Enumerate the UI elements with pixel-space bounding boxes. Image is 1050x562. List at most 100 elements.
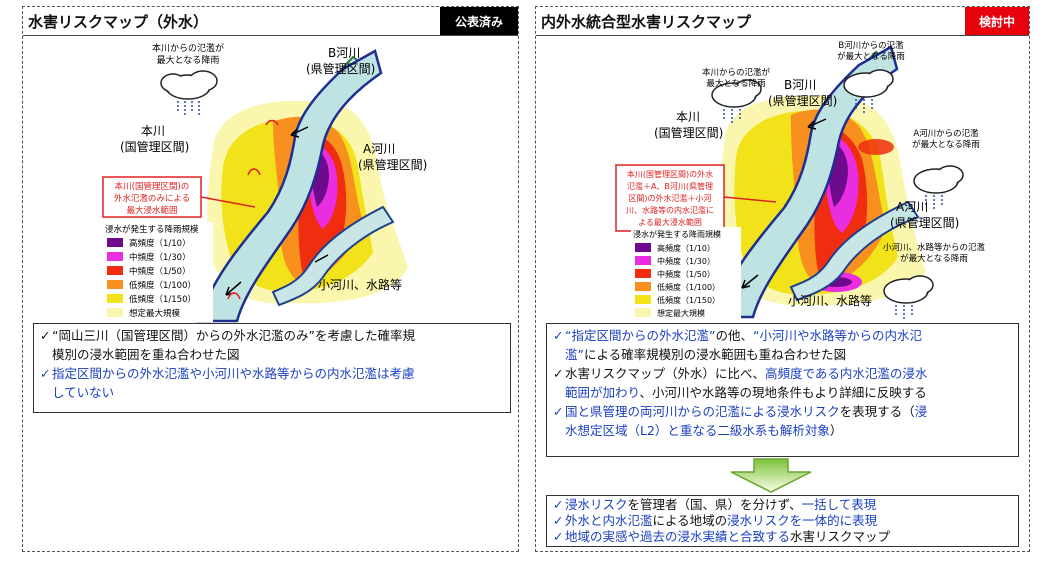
small-river-label: 小河川、水路等	[788, 293, 872, 308]
note-text: 、小河川や水路等の現地条件もより詳細に反映する	[639, 385, 927, 400]
note-line: 水想定区域（L2）と重なる二級水系も解析対象）	[553, 421, 1012, 440]
river-a-label: A河川	[363, 142, 395, 156]
right-notes-bottom: ✓浸水リスクを管理者（国、県）を分けず、一括して表現✓外水と内水氾濫による地域の…	[546, 495, 1019, 547]
left-risk-map: 本川からの氾濫が 最大となる降雨 B河川 (県管理区間) 本川 (国管理区間) …	[102, 42, 427, 323]
note-line: 濫”による確率規模別の浸水範囲も重ね合わせた図	[553, 345, 1012, 364]
left-header: 水害リスクマップ（外水） 公表済み	[23, 7, 518, 36]
left-panel: 水害リスクマップ（外水） 公表済み	[22, 6, 519, 552]
note-text: 水害リスクマップ（外水）に比べ、	[565, 366, 766, 381]
svg-text:川、水路等の内水氾濫に: 川、水路等の内水氾濫に	[626, 205, 714, 215]
legend-label: 中頻度（1/30）	[129, 252, 191, 263]
rain-cloud-icon	[883, 275, 934, 319]
check-icon: ✓	[553, 497, 564, 512]
note-text: 模別の浸水範囲を重ね合わせた図	[52, 347, 240, 362]
legend-swatch	[107, 294, 123, 303]
svg-text:最大となる降雨: 最大となる降雨	[157, 54, 220, 66]
small-river-label: 小河川、水路等	[318, 277, 402, 292]
svg-text:よる最大浸水範囲: よる最大浸水範囲	[638, 217, 702, 227]
svg-text:(県管理区間): (県管理区間)	[890, 215, 959, 230]
svg-text:小河川、水路等からの氾濫: 小河川、水路等からの氾濫	[883, 242, 986, 253]
legend-label: 想定最大規模	[129, 308, 181, 319]
note-text: 浸	[914, 404, 928, 419]
right-header: 内外水統合型水害リスクマップ 検討中	[536, 7, 1029, 36]
callout-box	[102, 176, 202, 218]
svg-text:が最大となる降雨: が最大となる降雨	[912, 139, 980, 150]
legend-title: 浸水が発生する降雨規模	[105, 224, 199, 235]
right-notes-top: ✓“指定区間からの外水氾濫”の他、“小河川や水路等からの内水氾濫”による確率規模…	[546, 323, 1019, 457]
legend-label: 高頻度（1/10）	[657, 243, 715, 253]
right-panel: 内外水統合型水害リスクマップ 検討中	[535, 6, 1030, 552]
svg-text:(国管理区間): (国管理区間)	[120, 139, 189, 154]
note-text: による地域の	[652, 513, 728, 528]
river-a	[789, 200, 920, 302]
note-text: 濫”	[565, 347, 584, 362]
legend: 浸水が発生する降雨規模 高頻度（1/10）中頻度（1/30）中頻度（1/50）低…	[631, 227, 741, 322]
down-arrow-icon	[730, 458, 812, 493]
legend-label: 想定最大規模	[657, 308, 705, 318]
note-text: 地域の実感や過去の浸水実績と合致する	[565, 529, 791, 544]
legend-swatch	[635, 295, 651, 304]
note-text: ）	[829, 423, 843, 438]
check-icon: ✓	[40, 328, 51, 343]
note-line: 範囲が加わり、小河川や水路等の現地条件もより詳細に反映する	[553, 383, 1012, 402]
svg-text:(県管理区間): (県管理区間)	[306, 61, 375, 76]
legend-swatch	[107, 238, 123, 247]
main-river-label: 本川	[141, 124, 165, 138]
check-icon: ✓	[40, 366, 51, 381]
note-line: していない	[40, 383, 504, 402]
note-line: ✓外水と内水氾濫による地域の浸水リスクを一体的に表現	[553, 513, 1012, 529]
river-a	[271, 205, 395, 307]
svg-text:本川からの氾濫が: 本川からの氾濫が	[702, 67, 771, 78]
note-text: を表現する（	[839, 404, 915, 419]
main-river	[196, 49, 383, 323]
legend: 浸水が発生する降雨規模 高頻度（1/10）中頻度（1/30）中頻度（1/50）低…	[103, 222, 213, 322]
note-line: ✓“岡山三川（国管理区間）からの外水氾濫のみ”を考慮した確率規	[40, 326, 504, 345]
right-title: 内外水統合型水害リスクマップ	[541, 13, 752, 31]
note-text: による確率規模別の浸水範囲も重ね合わせた図	[583, 347, 847, 362]
check-icon: ✓	[553, 366, 564, 381]
cloud-label: 本川からの氾濫が	[152, 42, 224, 54]
note-text: 水想定区域（L2）と重なる二級水系も解析対象	[565, 423, 830, 438]
legend-swatch	[635, 243, 651, 252]
svg-text:が最大となる降雨: が最大となる降雨	[900, 253, 968, 264]
svg-text:B河川からの氾濫: B河川からの氾濫	[838, 40, 904, 51]
river-b-label: B河川	[784, 78, 816, 92]
svg-text:A河川からの氾濫: A河川からの氾濫	[913, 128, 979, 139]
note-text: 水害リスクマップ	[790, 529, 891, 544]
legend-label: 中頻度（1/50）	[129, 266, 191, 277]
legend-swatch	[635, 282, 651, 291]
note-text: 高頻度である内水氾濫の浸水	[765, 366, 928, 381]
legend-swatch	[107, 308, 123, 317]
left-notes: ✓“岡山三川（国管理区間）からの外水氾濫のみ”を考慮した確率規模別の浸水範囲を重…	[33, 323, 511, 413]
right-risk-map: 本川からの氾濫が 最大となる降雨 B河川からの氾濫 が最大となる降雨 A河川から…	[615, 40, 986, 322]
rain-cloud-icon	[843, 69, 894, 113]
legend-label: 中頻度（1/30）	[657, 256, 715, 266]
legend-label: 中頻度（1/50）	[657, 269, 715, 279]
check-icon: ✓	[553, 513, 564, 528]
check-icon: ✓	[553, 328, 564, 343]
note-text: 一括して表現	[801, 497, 877, 512]
river-b-label: B河川	[328, 46, 360, 60]
note-line: 模別の浸水範囲を重ね合わせた図	[40, 345, 504, 364]
svg-text:外水氾濫のみによる: 外水氾濫のみによる	[114, 193, 190, 204]
svg-text:区間)の外水氾濫＋小河: 区間)の外水氾濫＋小河	[628, 193, 711, 203]
svg-text:が最大となる降雨: が最大となる降雨	[837, 51, 905, 62]
note-line: ✓指定区間からの外水氾濫や小河川や水路等からの内水氾濫は考慮	[40, 364, 504, 383]
legend-title: 浸水が発生する降雨規模	[633, 229, 721, 239]
svg-text:(県管理区間): (県管理区間)	[768, 93, 837, 108]
note-text: 範囲が加わり	[565, 385, 640, 400]
svg-text:最大浸水範囲: 最大浸水範囲	[126, 205, 177, 216]
note-line: ✓地域の実感や過去の浸水実績と合致する水害リスクマップ	[553, 529, 1012, 545]
legend-swatch	[107, 280, 123, 289]
svg-text:最大となる降雨: 最大となる降雨	[706, 78, 766, 89]
note-text: していない	[52, 385, 115, 400]
note-text: を管理者（国、県）を分けず、	[627, 497, 802, 512]
check-icon: ✓	[553, 529, 564, 544]
note-text: “指定区間からの外水氾濫”	[565, 328, 716, 343]
rain-cloud-icon	[160, 70, 218, 115]
note-text: 外水と内水氾濫	[565, 513, 653, 528]
note-text: の他、	[715, 328, 753, 343]
legend-label: 低頻度（1/150）	[129, 294, 196, 305]
rain-cloud-icon	[711, 79, 762, 123]
right-status-badge: 検討中	[965, 7, 1029, 35]
